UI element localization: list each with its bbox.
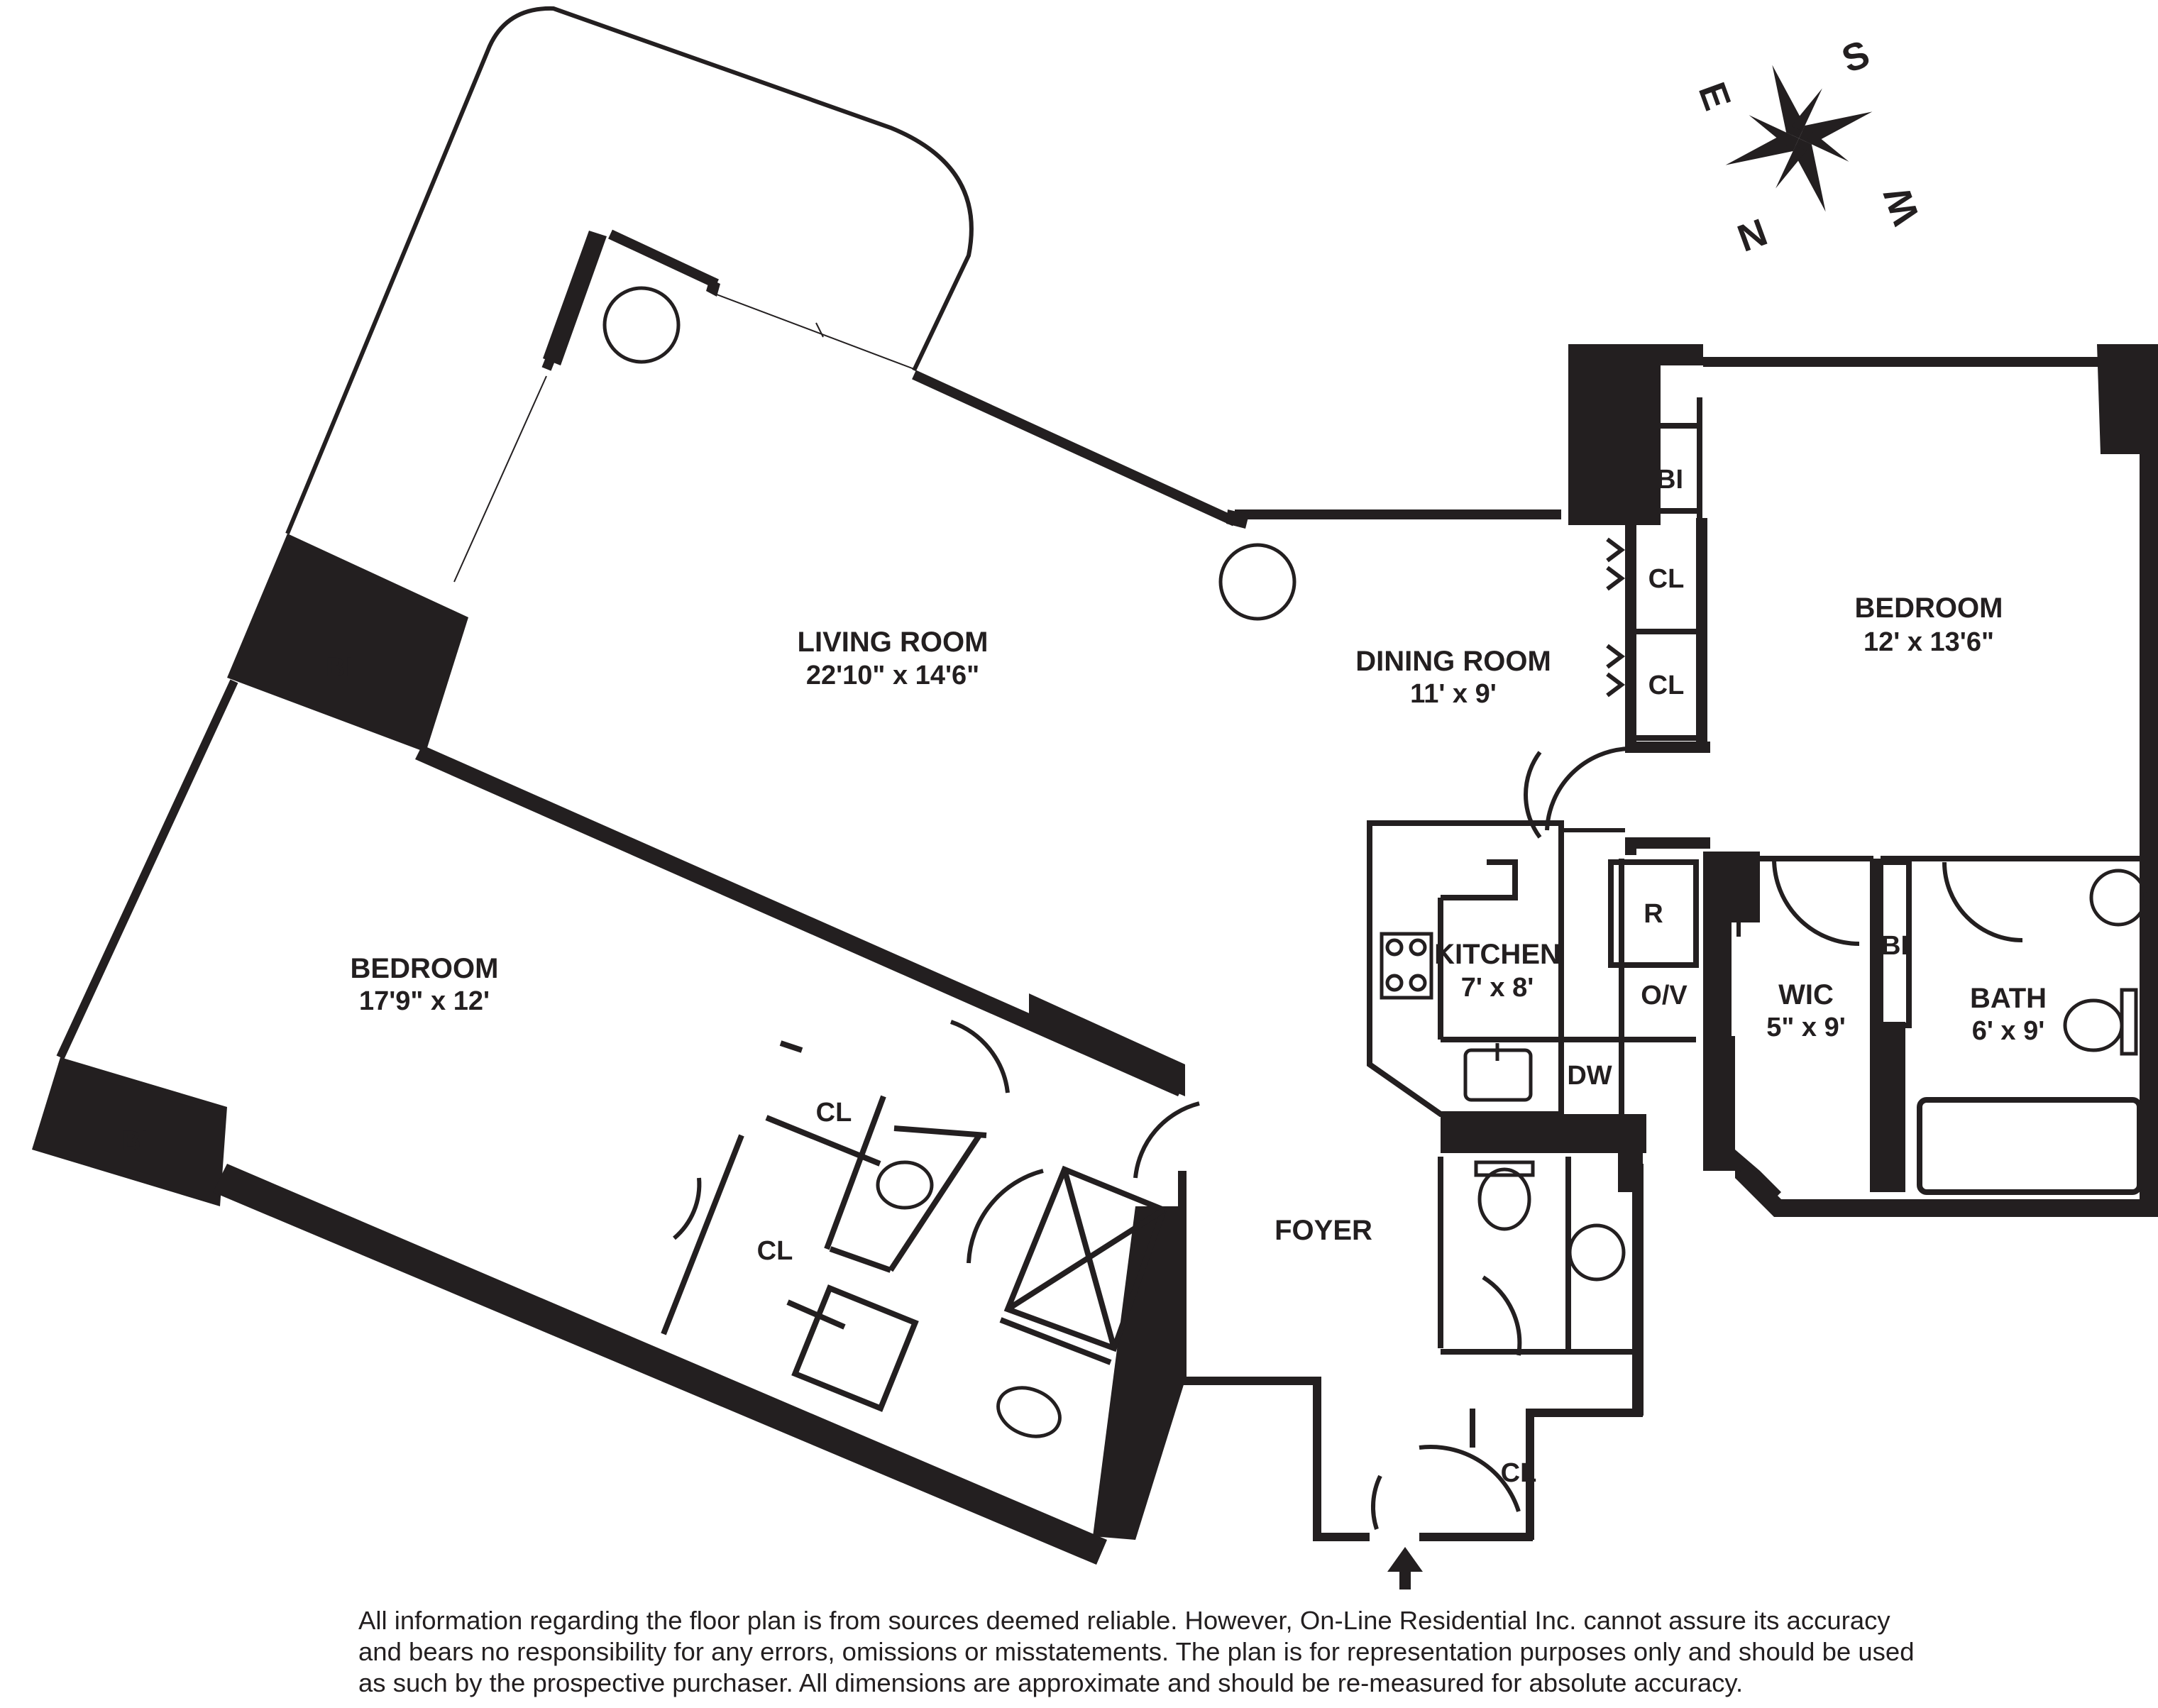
compass-west: W xyxy=(1876,182,1928,230)
bedroom-east-name: BEDROOM xyxy=(1855,593,2003,624)
foyer-name: FOYER xyxy=(1275,1215,1372,1246)
terrace-outline xyxy=(285,6,974,535)
cl-label-bedroom-2: CL xyxy=(757,1236,793,1266)
bi-label-east: BI xyxy=(1656,465,1683,495)
disclaimer-line: and bears no responsibility for any erro… xyxy=(358,1637,1915,1666)
dining-room-name: DINING ROOM xyxy=(1355,646,1551,677)
compass-south: S xyxy=(1837,33,1875,82)
cl-label-dining-1: CL xyxy=(1648,564,1685,594)
cl-label-foyer: CL xyxy=(1501,1458,1537,1488)
living-room-dims: 22'10" x 14'6" xyxy=(806,661,979,690)
sink xyxy=(876,1160,934,1210)
wic-name: WIC xyxy=(1778,979,1834,1010)
cl-label-bedroom-1: CL xyxy=(816,1098,852,1128)
compass-rose-icon xyxy=(1725,65,1873,212)
dishwasher-label: DW xyxy=(1567,1061,1612,1091)
sink xyxy=(2089,869,2147,927)
bi-label-bedroom: BI xyxy=(121,1126,148,1156)
disclaimer-line: All information regarding the floor plan… xyxy=(358,1606,1890,1635)
toilet xyxy=(996,1386,1062,1438)
bi-label-living: BI xyxy=(326,653,353,683)
bath-dims: 6' x 9' xyxy=(1972,1016,2045,1046)
oven-label: O/V xyxy=(1641,981,1688,1010)
sink xyxy=(1568,1223,1626,1282)
bedroom-west-dims: 17'9" x 12' xyxy=(359,986,490,1016)
disclaimer-line: as such by the prospective purchaser. Al… xyxy=(358,1668,1744,1697)
kitchen-sink xyxy=(1463,1043,1533,1102)
living-room-name: LIVING ROOM xyxy=(798,627,989,658)
toilet xyxy=(2063,988,2138,1056)
door-swings xyxy=(673,537,2023,1530)
kitchen-name: KITCHEN xyxy=(1434,939,1560,970)
cl-label-dining-2: CL xyxy=(1648,671,1685,700)
column-circle xyxy=(602,286,681,364)
bath-name: BATH xyxy=(1970,983,2047,1014)
dining-room-dims: 11' x 9' xyxy=(1410,679,1497,709)
walls xyxy=(32,231,2158,1565)
fixtures xyxy=(602,286,2147,1438)
bedroom-east-dims: 12' x 13'6" xyxy=(1864,627,1994,657)
partitions xyxy=(661,397,2143,1448)
bedroom-west-name: BEDROOM xyxy=(351,953,499,984)
bi-label-bath: BI xyxy=(1881,931,1908,961)
disclaimer: All information regarding the floor plan… xyxy=(358,1605,2090,1699)
column-circle xyxy=(1218,543,1297,621)
kitchen-dims: 7' x 8' xyxy=(1461,973,1534,1003)
refrigerator-label: R xyxy=(1644,899,1663,929)
compass-east: E xyxy=(1690,77,1739,115)
entry-arrow-icon xyxy=(1387,1547,1423,1589)
wic-dims: 5" x 9' xyxy=(1766,1013,1846,1042)
toilet xyxy=(1474,1160,1535,1231)
cooktop xyxy=(1380,932,1433,1000)
compass-north: N xyxy=(1732,210,1772,260)
